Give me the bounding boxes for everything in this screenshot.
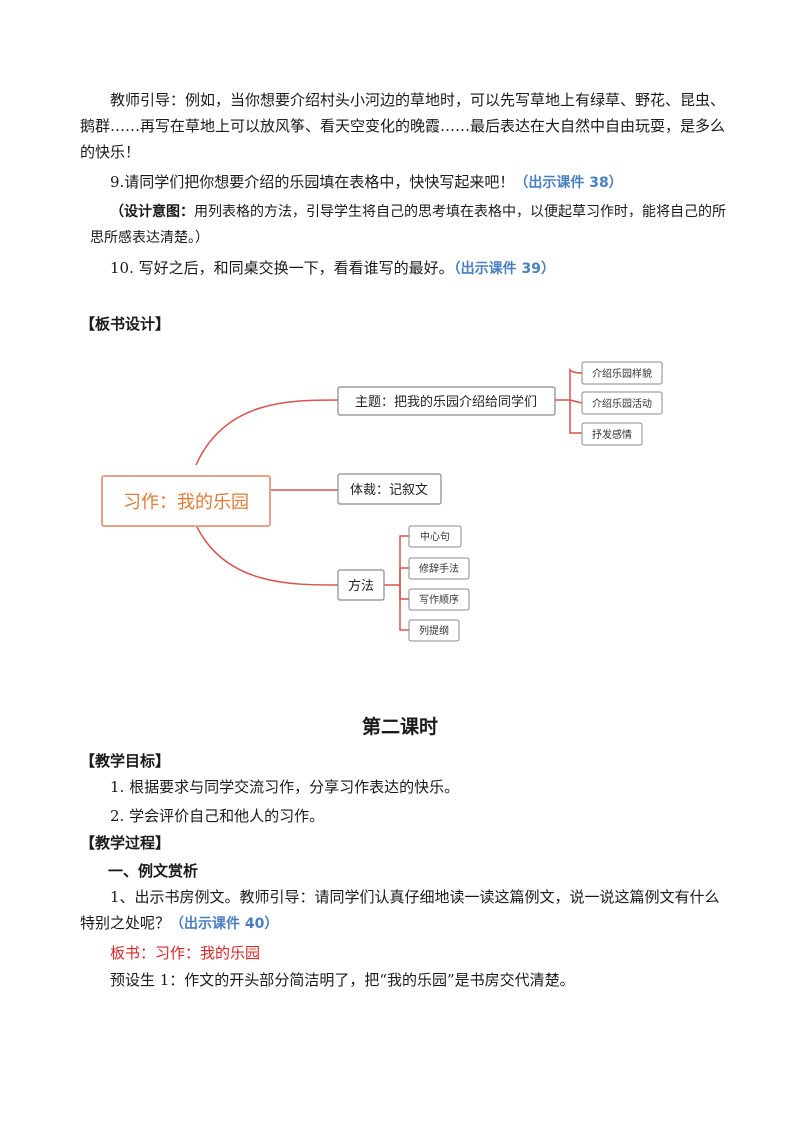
mindmap-center-node [101, 475, 271, 527]
mindmap-branch-method-label: 方法 [348, 578, 374, 594]
item-10-text: 10. 写好之后，和同桌交换一下，看看谁写的最好。 [110, 259, 454, 277]
guide-paragraph: 教师引导：例如，当你想要介绍村头小河边的草地时，可以先写草地上有绿草、野花、昆虫… [80, 91, 726, 161]
mindmap-method-child-2-label: 修辞手法 [419, 562, 459, 575]
mindmap: 习作：我的乐园 主题：把我的乐园介绍给同学们 介绍乐园样貌 介绍乐园活动 抒发感… [101, 361, 663, 642]
board-design-heading: 【板书设计】 [80, 315, 171, 333]
item-9-text: 9.请同学们把你想要介绍的乐园填在表格中，快快写起来吧！ [110, 173, 515, 191]
mindmap-method-child-4-label: 列提纲 [419, 624, 449, 637]
mindmap-method-child-1 [408, 525, 462, 548]
preset-answer-1: 预设生 1：作文的开头部分简洁明了，把“我的乐园”是书房交代清楚。 [110, 971, 575, 989]
mindmap-method-child-3 [408, 588, 470, 611]
goals-heading: 【教学目标】 [80, 752, 171, 770]
mindmap-branch-theme-label: 主题：把我的乐园介绍给同学们 [355, 394, 537, 410]
section-1-heading: 一、例文赏析 [108, 862, 199, 880]
mindmap-theme-child-3 [581, 422, 643, 446]
step-1-text: 1、出示书房例文。教师引导：请同学们认真仔细地读一读这篇例文，说一说这篇例文有什… [80, 888, 720, 932]
item-9-ref: （出示课件 38） [514, 175, 623, 191]
mindmap-method-child-2 [408, 557, 470, 580]
goal-1: 1. 根据要求与同学交流习作，分享习作表达的快乐。 [110, 778, 460, 796]
design-intent: （设计意图：用列表格的方法，引导学生将自己的思考填在表格中，以便起草习作时，能将… [90, 199, 730, 251]
mindmap-branch-theme [337, 386, 556, 416]
mindmap-branch-genre-label: 体裁：记叙文 [350, 482, 428, 498]
mindmap-theme-child-2-label: 介绍乐园活动 [592, 397, 652, 410]
step-1: 1、出示书房例文。教师引导：请同学们认真仔细地读一读这篇例文，说一说这篇例文有什… [80, 884, 726, 937]
goal-2: 2. 学会评价自己和他人的习作。 [110, 807, 325, 825]
mindmap-theme-child-3-label: 抒发感情 [592, 428, 632, 441]
item-9: 9.请同学们把你想要介绍的乐园填在表格中，快快写起来吧！（出示课件 38） [80, 169, 726, 196]
lesson-2-title: 第二课时 [361, 716, 438, 738]
mindmap-theme-child-1-label: 介绍乐园样貌 [592, 367, 652, 380]
mindmap-center-label: 习作：我的乐园 [123, 492, 249, 513]
item-10: 10. 写好之后，和同桌交换一下，看看谁写的最好。（出示课件 39） [80, 255, 726, 282]
step-1-ref: （出示课件 40） [170, 916, 279, 932]
mindmap-method-child-3-label: 写作顺序 [419, 593, 459, 606]
board-note: 板书：习作：我的乐园 [110, 944, 261, 962]
item-10-ref: （出示课件 39） [453, 261, 555, 277]
mindmap-branch-genre [337, 473, 442, 505]
mindmap-theme-child-2 [581, 391, 663, 415]
process-heading: 【教学过程】 [80, 834, 171, 852]
mindmap-branch-method [337, 569, 385, 601]
mindmap-method-child-1-label: 中心句 [420, 530, 450, 543]
mindmap-method-child-4 [408, 619, 460, 642]
mindmap-theme-child-1 [581, 361, 663, 385]
design-intent-label: （设计意图： [110, 204, 194, 220]
design-intent-text: 用列表格的方法，引导学生将自己的思考填在表格中，以便起草习作时，能将自己的所思所… [90, 204, 726, 246]
